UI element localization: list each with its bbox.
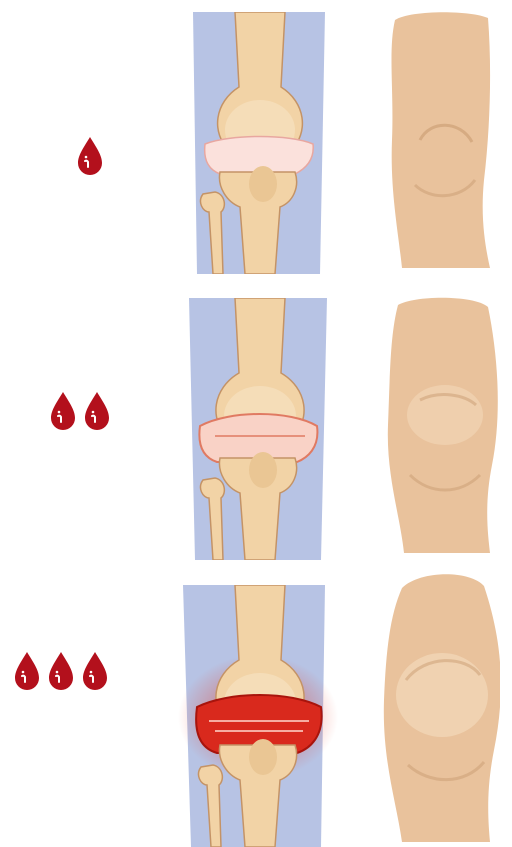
blood-drop-icon (75, 135, 105, 175)
blood-drop-icon (48, 390, 78, 430)
blood-drop-icon (82, 390, 112, 430)
stage-row-severe (0, 565, 512, 845)
knee-joint-illustration-moderate (175, 298, 340, 560)
blood-drop-icon (80, 650, 110, 690)
leg-exterior-mild (380, 10, 500, 272)
leg-exterior-severe (380, 570, 500, 845)
blood-drop-icon (12, 650, 42, 690)
knee-joint-illustration-mild (175, 12, 340, 274)
blood-drop-icon (46, 650, 76, 690)
stage-row-mild (0, 0, 512, 275)
blood-drop-group (75, 135, 105, 175)
stage-row-moderate (0, 285, 512, 555)
knee-joint-illustration-severe (175, 585, 340, 847)
leg-exterior-moderate (380, 295, 500, 557)
blood-drop-group (12, 650, 110, 690)
blood-drop-group (48, 390, 112, 430)
